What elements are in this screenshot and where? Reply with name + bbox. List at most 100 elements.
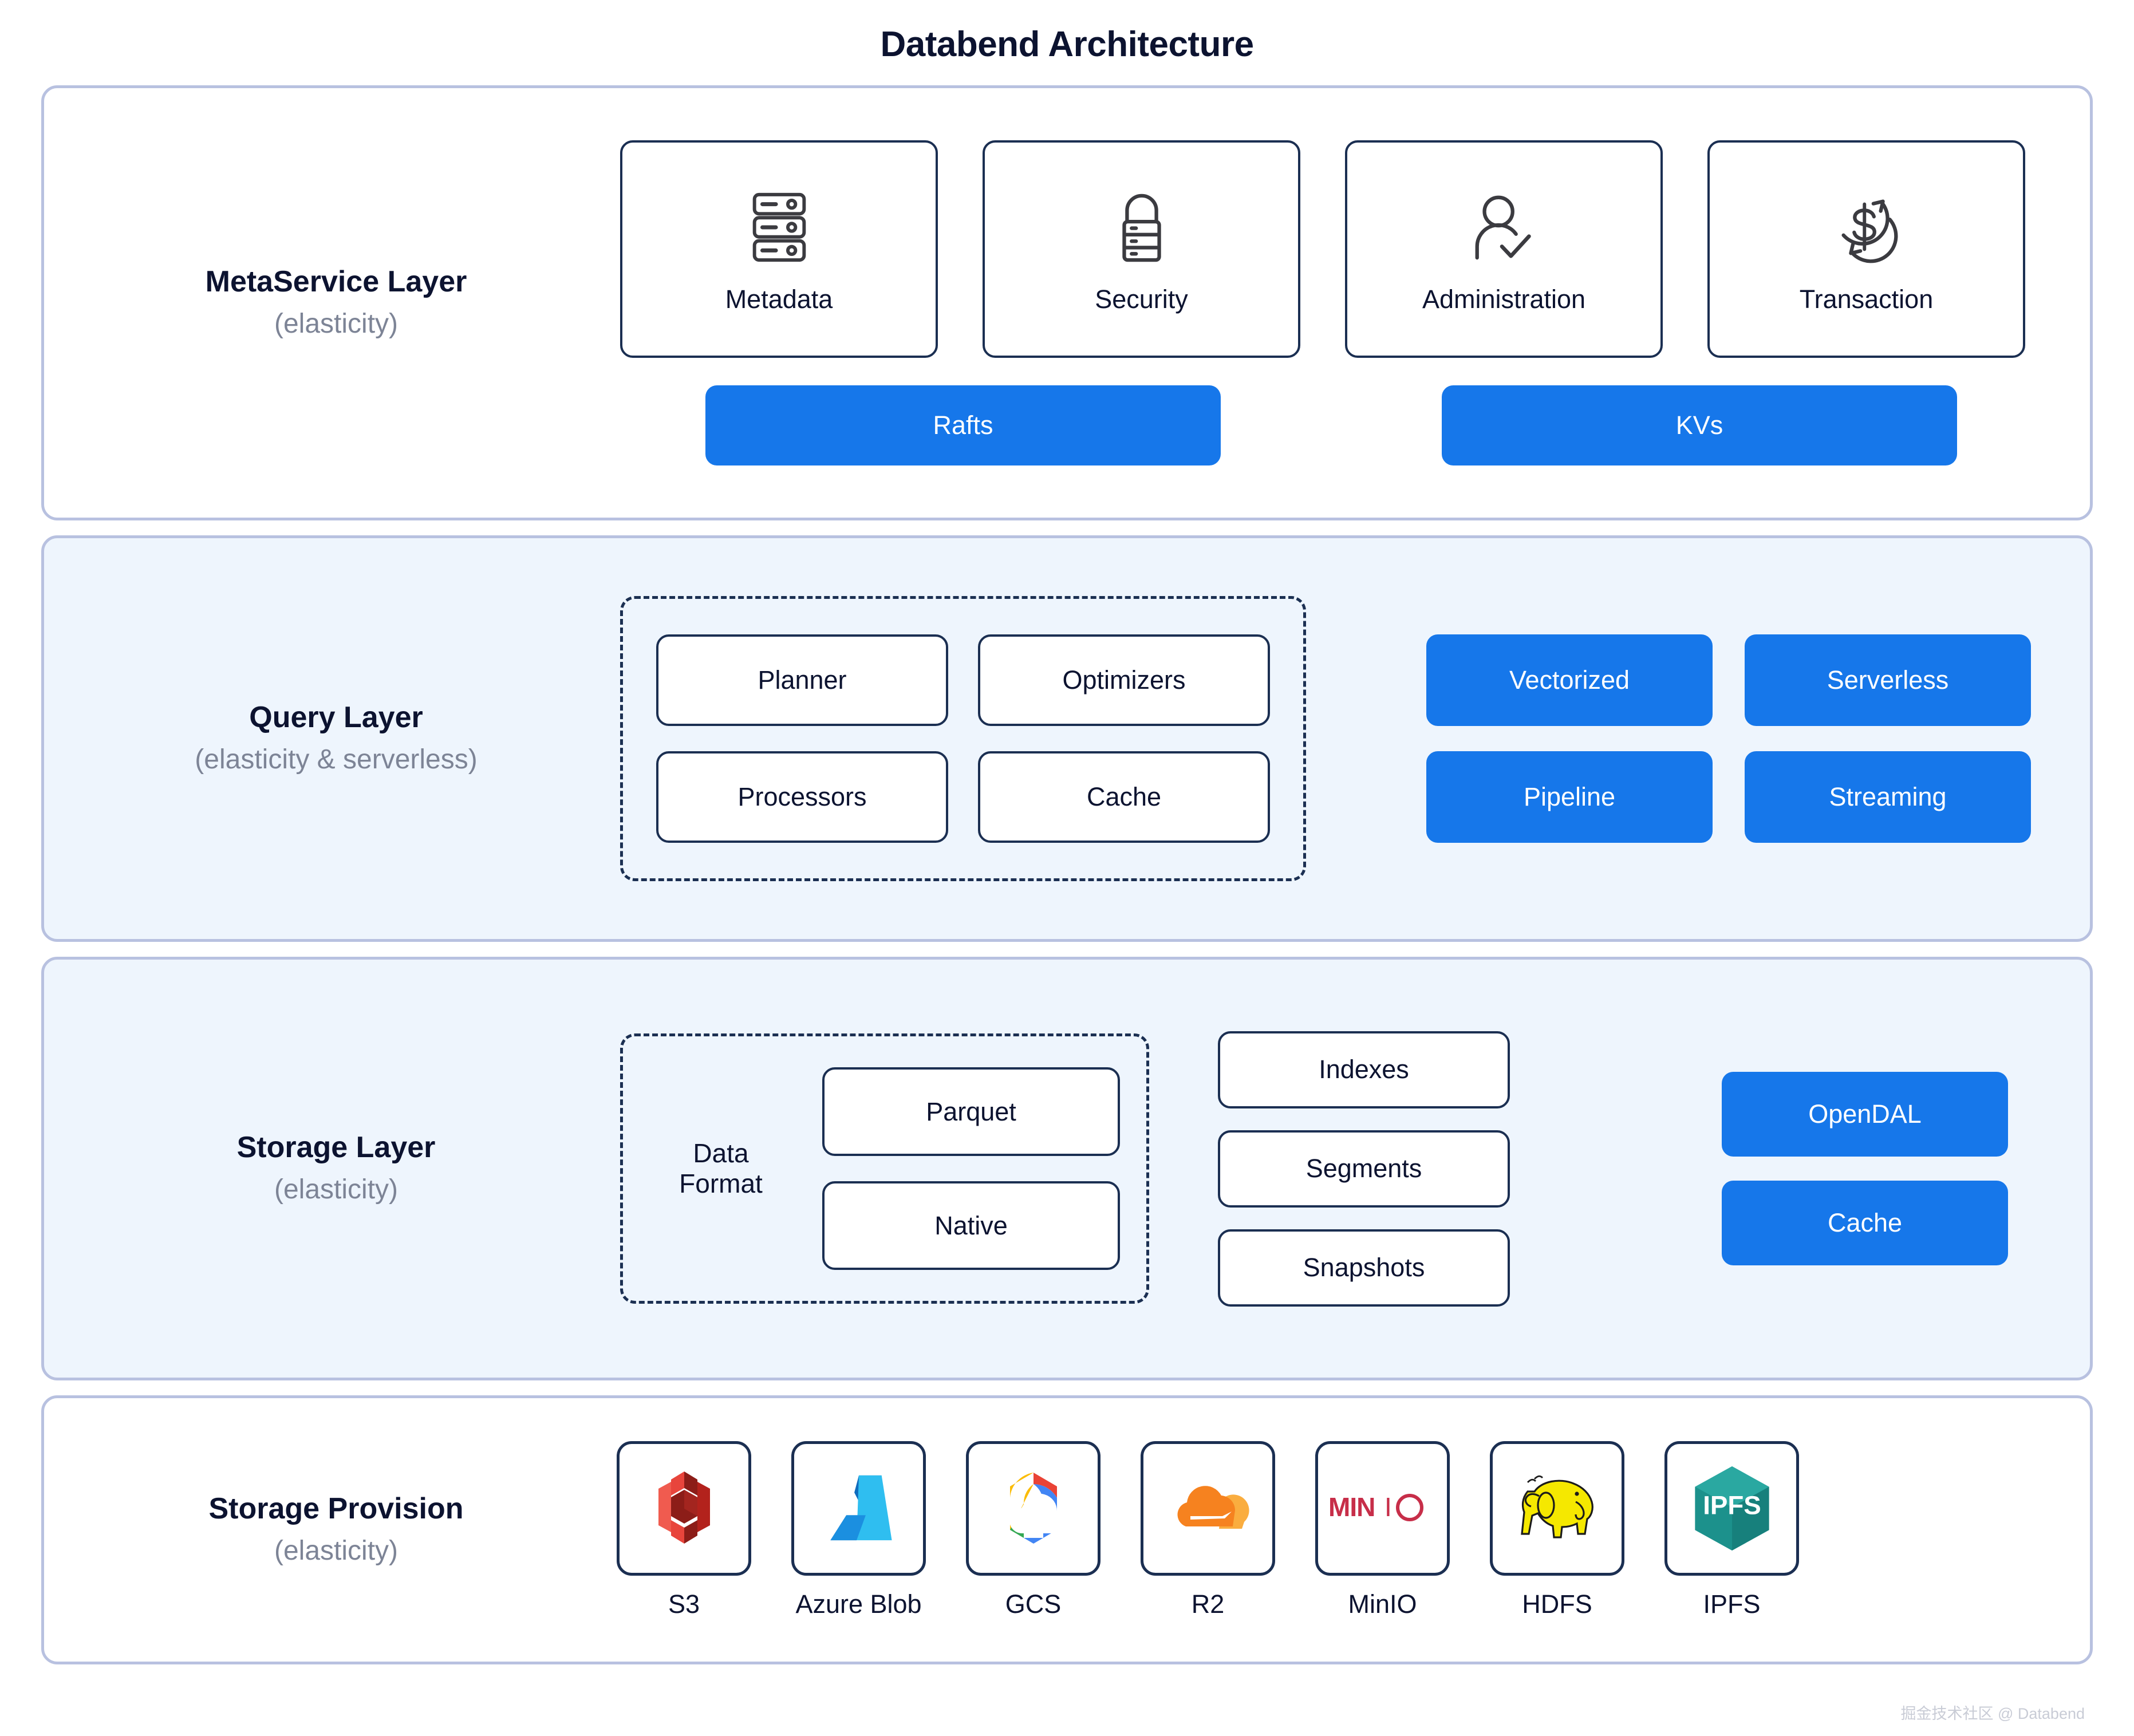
layer-subtitle: (elasticity) bbox=[274, 1535, 399, 1566]
provider-ipfs[interactable]: IPFS IPFS bbox=[1664, 1441, 1799, 1619]
kvs-button[interactable]: KVs bbox=[1442, 385, 1957, 465]
provider-label: IPFS bbox=[1703, 1589, 1761, 1619]
storage-provision-label: Storage Provision (elasticity) bbox=[44, 1491, 617, 1569]
layer-subtitle: (elasticity & serverless) bbox=[195, 744, 478, 775]
cache-card[interactable]: Cache bbox=[978, 751, 1270, 843]
provider-label: R2 bbox=[1191, 1589, 1225, 1619]
pipeline-button[interactable]: Pipeline bbox=[1426, 751, 1713, 843]
planner-card[interactable]: Planner bbox=[656, 634, 948, 726]
storage-object-cards: Indexes Segments Snapshots bbox=[1218, 1031, 1510, 1307]
layer-subtitle: (elasticity) bbox=[274, 308, 399, 339]
indexes-card[interactable]: Indexes bbox=[1218, 1031, 1510, 1108]
provider-hdfs[interactable]: HDFS bbox=[1490, 1441, 1624, 1619]
provider-label: HDFS bbox=[1522, 1589, 1592, 1619]
card-label: Indexes bbox=[1319, 1055, 1409, 1084]
card-label: Segments bbox=[1305, 1154, 1422, 1183]
provider-logo-card: MIN I bbox=[1315, 1441, 1450, 1576]
cloudflare-logo bbox=[1165, 1474, 1251, 1542]
provider-r2[interactable]: R2 bbox=[1141, 1441, 1275, 1619]
svg-text:MIN: MIN bbox=[1328, 1492, 1375, 1522]
card-label: Native bbox=[934, 1210, 1008, 1240]
storage-layer-panel: Storage Layer (elasticity) Data Format P… bbox=[41, 957, 2093, 1380]
rafts-button[interactable]: Rafts bbox=[705, 385, 1221, 465]
segments-card[interactable]: Segments bbox=[1218, 1130, 1510, 1208]
layer-name: Query Layer bbox=[249, 701, 423, 735]
query-layer-panel: Query Layer (elasticity & serverless) Pl… bbox=[41, 535, 2093, 942]
azure-logo bbox=[819, 1470, 899, 1547]
metaservice-layer-label: MetaService Layer (elasticity) bbox=[44, 264, 617, 342]
metaservice-layer-panel: MetaService Layer (elasticity) bbox=[41, 85, 2093, 520]
query-feature-buttons: Vectorized Serverless Pipeline Streaming bbox=[1426, 634, 2031, 843]
user-check-icon bbox=[1469, 184, 1540, 270]
transaction-card[interactable]: Transaction bbox=[1707, 140, 2025, 358]
query-core-group: Planner Optimizers Processors Cache bbox=[620, 596, 1306, 881]
svg-text:IPFS: IPFS bbox=[1703, 1490, 1761, 1520]
metaservice-card-row: Metadata bbox=[617, 140, 2090, 358]
provider-logo-card bbox=[1141, 1441, 1275, 1576]
data-format-label-line2: Format bbox=[679, 1169, 763, 1198]
lock-icon bbox=[1110, 184, 1174, 270]
dollar-refresh-icon bbox=[1831, 184, 1903, 270]
provider-logo-card: IPFS bbox=[1664, 1441, 1799, 1576]
page-title: Databend Architecture bbox=[880, 25, 1254, 64]
layer-name: Storage Layer bbox=[236, 1131, 436, 1165]
database-stack-icon bbox=[745, 184, 814, 270]
card-label: Transaction bbox=[1799, 285, 1934, 314]
vectorized-button[interactable]: Vectorized bbox=[1426, 634, 1713, 726]
svg-text:I: I bbox=[1384, 1492, 1391, 1522]
metadata-card[interactable]: Metadata bbox=[620, 140, 938, 358]
security-card[interactable]: Security bbox=[983, 140, 1300, 358]
administration-card[interactable]: Administration bbox=[1345, 140, 1663, 358]
watermark: 掘金技术社区 @ Databend bbox=[1900, 1705, 2085, 1722]
minio-logo: MIN I bbox=[1328, 1491, 1437, 1525]
provider-logo-card bbox=[1490, 1441, 1624, 1576]
layer-name: MetaService Layer bbox=[205, 265, 467, 299]
storage-layer-label: Storage Layer (elasticity) bbox=[44, 1130, 617, 1208]
storage-provision-panel: Storage Provision (elasticity) bbox=[41, 1395, 2093, 1664]
storage-provision-body: S3 Azure Blob bbox=[617, 1441, 2090, 1619]
card-label: Optimizers bbox=[1062, 665, 1186, 695]
provider-azure-blob[interactable]: Azure Blob bbox=[791, 1441, 926, 1619]
provider-gcs[interactable]: GCS bbox=[966, 1441, 1100, 1619]
card-label: Security bbox=[1095, 285, 1188, 314]
query-layer-label: Query Layer (elasticity & serverless) bbox=[44, 700, 617, 778]
hadoop-elephant-logo bbox=[1512, 1471, 1603, 1545]
card-label: Planner bbox=[758, 665, 847, 695]
storage-cache-button[interactable]: Cache bbox=[1722, 1181, 2008, 1265]
provider-label: GCS bbox=[1005, 1589, 1062, 1619]
aws-s3-logo bbox=[647, 1468, 721, 1548]
provider-s3[interactable]: S3 bbox=[617, 1441, 751, 1619]
metaservice-button-row: Rafts KVs bbox=[617, 385, 2090, 465]
optimizers-card[interactable]: Optimizers bbox=[978, 634, 1270, 726]
provider-label: Azure Blob bbox=[795, 1589, 922, 1619]
storage-feature-buttons: OpenDAL Cache bbox=[1722, 1072, 2008, 1265]
layer-subtitle: (elasticity) bbox=[274, 1174, 399, 1205]
storage-layer-body: Data Format Parquet Native Indexes bbox=[617, 1031, 2090, 1307]
card-label: Processors bbox=[737, 782, 867, 812]
provider-label: S3 bbox=[668, 1589, 700, 1619]
data-format-label-line1: Data bbox=[693, 1138, 749, 1169]
opendal-button[interactable]: OpenDAL bbox=[1722, 1072, 2008, 1157]
data-format-cards: Parquet Native bbox=[822, 1067, 1120, 1270]
data-format-group: Data Format Parquet Native bbox=[620, 1033, 1149, 1304]
card-label: Cache bbox=[1086, 782, 1162, 812]
card-label: Snapshots bbox=[1303, 1253, 1425, 1283]
card-label: Metadata bbox=[725, 285, 833, 314]
provider-minio[interactable]: MIN I MinIO bbox=[1315, 1441, 1450, 1619]
metaservice-layer-body: Metadata bbox=[617, 140, 2090, 465]
google-cloud-logo bbox=[991, 1468, 1076, 1548]
provider-label: MinIO bbox=[1348, 1589, 1417, 1619]
ipfs-cube-logo: IPFS bbox=[1689, 1464, 1775, 1553]
snapshots-card[interactable]: Snapshots bbox=[1218, 1229, 1510, 1307]
card-label: Administration bbox=[1422, 285, 1586, 314]
provider-logo-card bbox=[791, 1441, 926, 1576]
data-format-label: Data Format bbox=[649, 1138, 792, 1199]
streaming-button[interactable]: Streaming bbox=[1745, 751, 2031, 843]
native-card[interactable]: Native bbox=[822, 1181, 1120, 1270]
serverless-button[interactable]: Serverless bbox=[1745, 634, 2031, 726]
parquet-card[interactable]: Parquet bbox=[822, 1067, 1120, 1156]
provider-logo-card bbox=[966, 1441, 1100, 1576]
provider-logo-card bbox=[617, 1441, 751, 1576]
processors-card[interactable]: Processors bbox=[656, 751, 948, 843]
